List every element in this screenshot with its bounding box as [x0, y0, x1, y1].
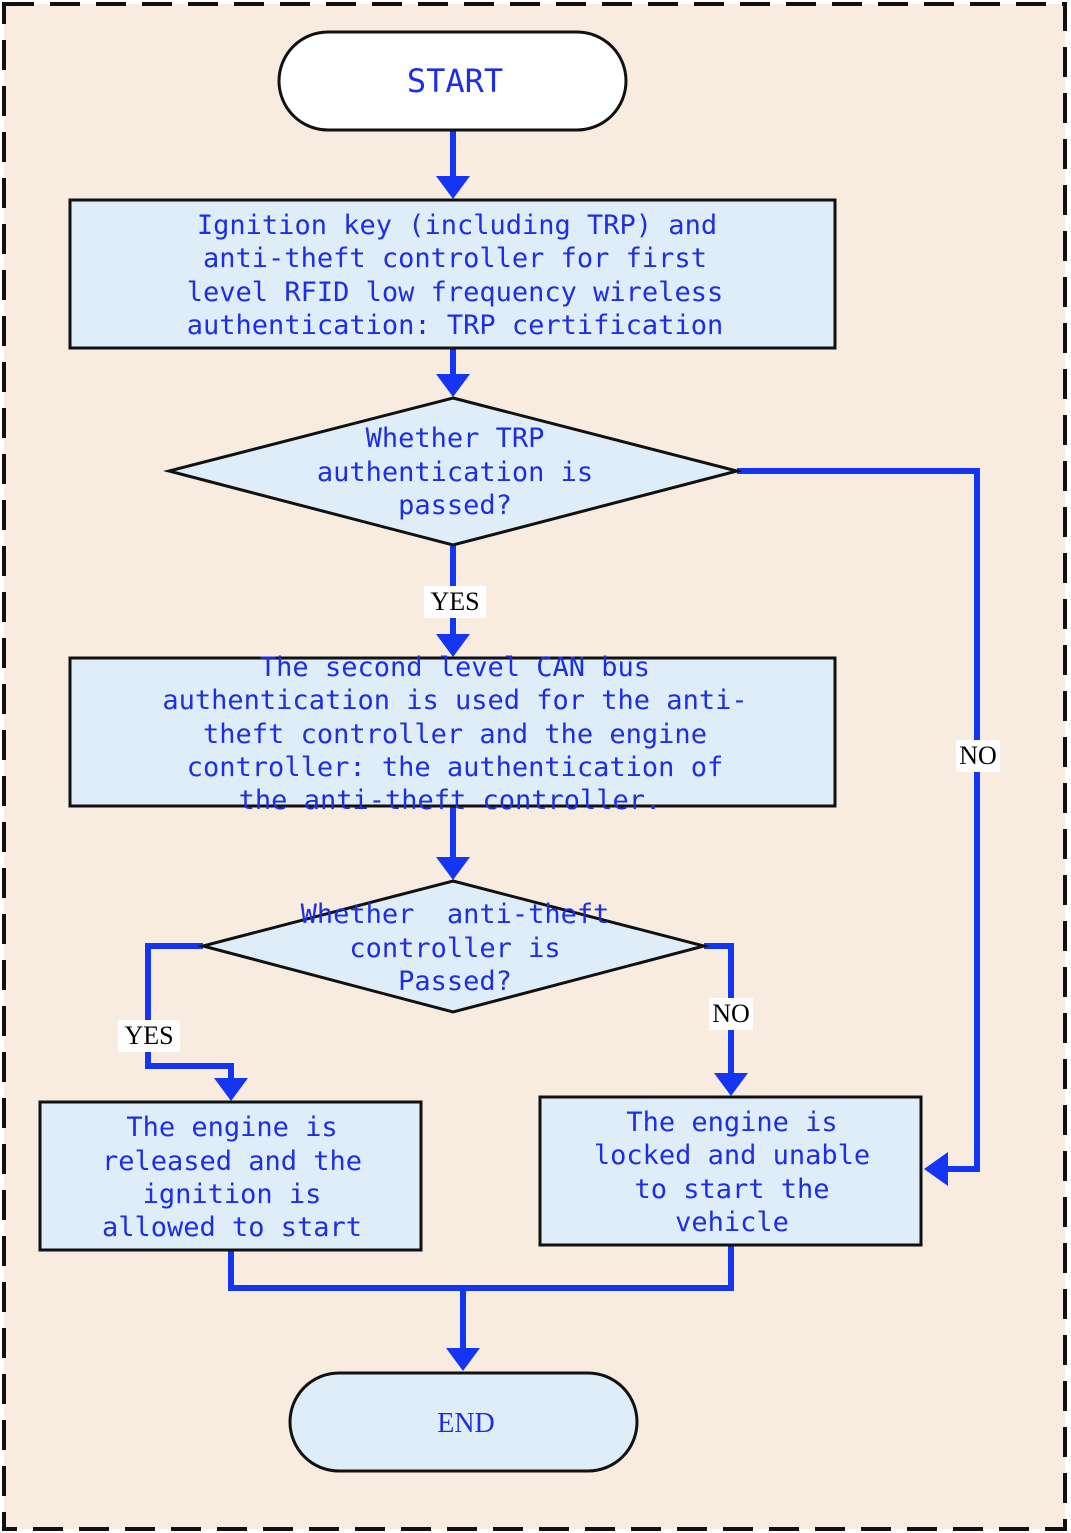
- edge-released-to-end: [228, 1250, 463, 1291]
- arrowhead-6: [214, 1078, 248, 1101]
- trp-auth-line-3: level RFID low frequency wireless: [187, 277, 723, 308]
- trp-decision-line-2: authentication is: [317, 457, 593, 488]
- arrowhead-5: [436, 857, 470, 880]
- arrowhead-8: [446, 1348, 480, 1371]
- engine-released-line-4: allowed to start: [102, 1212, 362, 1243]
- antitheft-decision-diamond: [197, 879, 710, 1014]
- engine-released-line-1: The engine is: [126, 1112, 337, 1143]
- antitheft-decision-line-3: Passed?: [398, 966, 512, 997]
- edge-antitheft-no: [704, 943, 734, 1074]
- edge-locked-to-end: [460, 1245, 734, 1349]
- antitheft-no-label: NO: [712, 999, 750, 1028]
- end-label: END: [437, 1408, 495, 1439]
- node-can-auth-process: The second level CAN bus authentication …: [68, 652, 837, 816]
- can-auth-line-5: the anti-theft controller.: [239, 785, 662, 816]
- antitheft-yes-label-bg: [118, 1020, 180, 1052]
- arrowhead-1: [436, 176, 470, 199]
- trp-decision-diamond: [163, 396, 743, 547]
- start-label: START: [407, 62, 503, 100]
- antitheft-decision-line-1: Whether anti-theft: [301, 899, 610, 930]
- arrowhead-7: [714, 1073, 748, 1096]
- engine-locked-line-3: to start the: [634, 1174, 829, 1205]
- arrowhead-4: [924, 1152, 948, 1186]
- can-auth-process-box: [68, 656, 837, 808]
- can-auth-line-1: The second level CAN bus: [260, 652, 650, 683]
- node-engine-locked: The engine is locked and unable to start…: [538, 1095, 923, 1247]
- node-engine-released: The engine is released and the ignition …: [38, 1100, 423, 1252]
- engine-locked-line-4: vehicle: [675, 1207, 789, 1238]
- trp-yes-label: YES: [430, 587, 479, 616]
- can-auth-line-4: controller: the authentication of: [187, 752, 723, 783]
- trp-auth-line-4: authentication: TRP certification: [187, 310, 723, 341]
- edge-labels: YES NO YES NO: [118, 586, 1000, 1052]
- trp-no-label: NO: [959, 741, 997, 770]
- node-trp-decision: Whether TRP authentication is passed?: [163, 396, 743, 547]
- trp-yes-label-bg: [424, 586, 486, 618]
- trp-decision-line-1: Whether TRP: [366, 423, 545, 454]
- arrowhead-2: [436, 374, 470, 397]
- trp-decision-line-3: passed?: [398, 490, 512, 521]
- edge-trp-decision-no: [737, 468, 980, 1172]
- trp-auth-line-2: anti-theft controller for first: [203, 243, 707, 274]
- node-start: START: [277, 30, 628, 132]
- connectors: [145, 130, 980, 1371]
- node-trp-auth-process: Ignition key (including TRP) and anti-th…: [68, 198, 837, 350]
- antitheft-decision-line-2: controller is: [349, 933, 560, 964]
- trp-auth-line-1: Ignition key (including TRP) and: [197, 210, 717, 241]
- start-terminal-shape: [277, 30, 628, 132]
- trp-auth-process-box: [68, 198, 837, 350]
- node-end: END: [288, 1371, 639, 1473]
- can-auth-line-2: authentication is used for the anti-: [162, 685, 747, 716]
- engine-locked-box: [538, 1095, 923, 1247]
- trp-no-label-bg: [956, 740, 1000, 772]
- edge-antitheft-yes: [145, 943, 234, 1079]
- engine-locked-line-2: locked and unable: [594, 1140, 870, 1171]
- engine-released-line-2: released and the: [102, 1146, 362, 1177]
- can-auth-line-3: theft controller and the engine: [203, 719, 707, 750]
- engine-locked-line-1: The engine is: [626, 1107, 837, 1138]
- antitheft-yes-label: YES: [124, 1021, 173, 1050]
- end-terminal-shape: [288, 1371, 639, 1473]
- engine-released-line-3: ignition is: [143, 1179, 322, 1210]
- node-antitheft-decision: Whether anti-theft controller is Passed?: [197, 879, 710, 1014]
- engine-released-box: [38, 1100, 423, 1252]
- antitheft-no-label-bg: [709, 998, 753, 1030]
- arrowhead-3: [436, 634, 470, 657]
